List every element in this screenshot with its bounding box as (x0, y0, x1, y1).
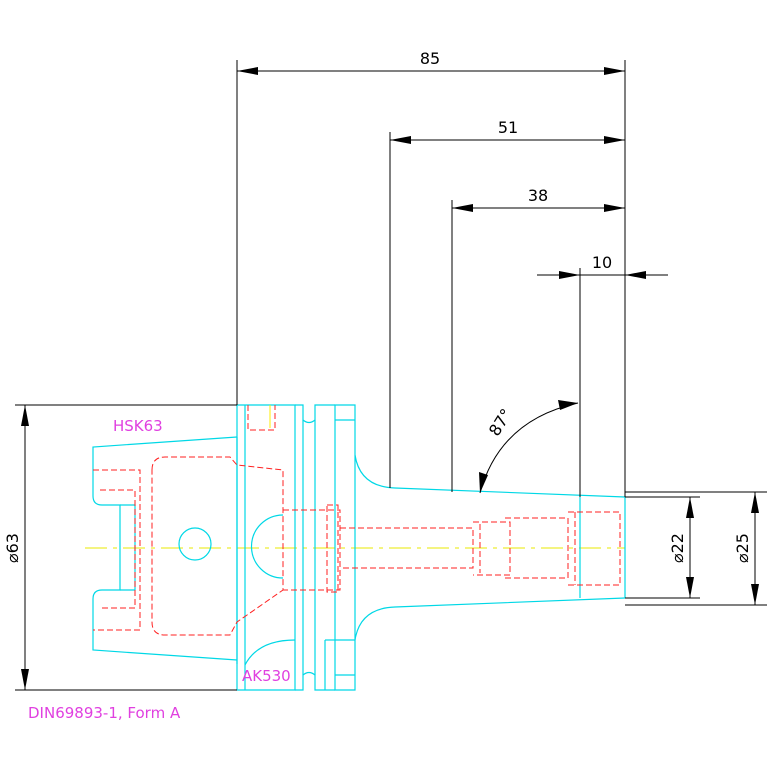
label-taper: HSK63 (113, 417, 163, 435)
label-standard: DIN69893-1, Form A (28, 704, 181, 722)
dim-51: 51 (498, 118, 518, 137)
dim-angle: 87° (485, 405, 516, 439)
label-collar: AK530 (242, 667, 291, 685)
hidden-lines (93, 405, 621, 636)
dim-dia63: ⌀63 (3, 533, 22, 563)
dim-dia25: ⌀25 (733, 533, 752, 563)
dim-10: 10 (592, 253, 612, 272)
dimension-arrows (21, 67, 759, 690)
dim-85: 85 (420, 49, 440, 68)
holder-outline (92, 404, 626, 691)
dim-38: 38 (528, 186, 548, 205)
dim-dia22: ⌀22 (668, 533, 687, 563)
dimension-lines (15, 60, 767, 691)
